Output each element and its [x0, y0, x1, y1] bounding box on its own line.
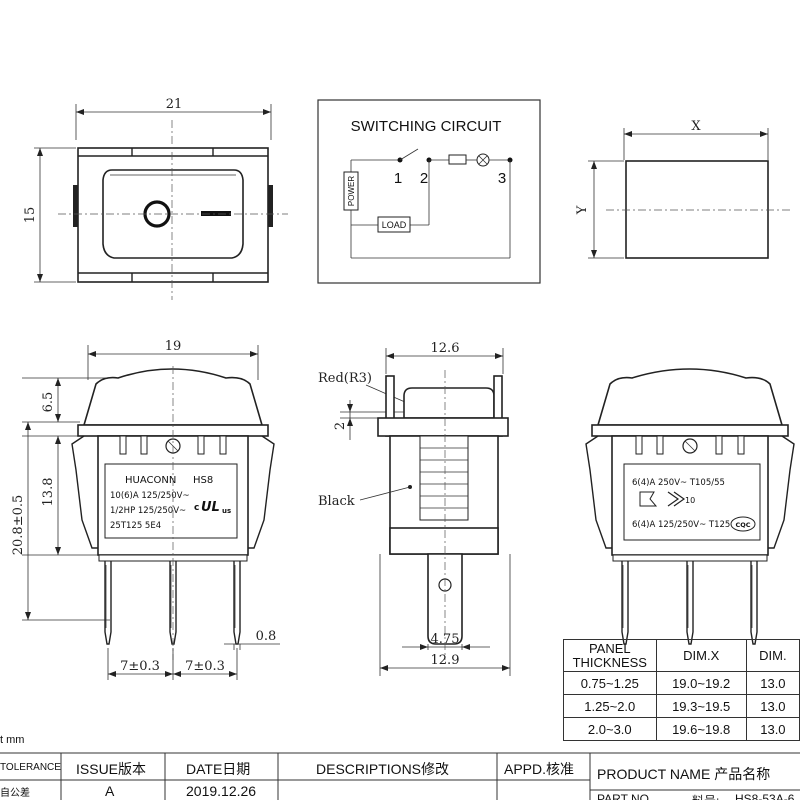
- back-bezel: [591, 424, 789, 437]
- triangle-mark-icon: [639, 491, 658, 507]
- side-bottom-width-dim: 12.9: [431, 653, 460, 668]
- issue-header: ISSUE版本: [76, 761, 147, 777]
- rating-line-2: 1/2HP 125/250V~: [110, 506, 186, 516]
- table-cell: 13.0: [745, 717, 800, 741]
- rating-line-1: 10(6)A 125/250V~: [110, 491, 190, 501]
- cutout-rectangle: [625, 160, 769, 259]
- top-height-dim: 15: [23, 207, 38, 224]
- cert-prefix-text: c: [194, 503, 199, 513]
- back-view: 6(4)A 250V~ T105/55 10 6(4)A 125/250V~ T…: [585, 368, 795, 645]
- black-label: Black: [318, 494, 355, 509]
- top-height-6-5-dim: 6.5: [41, 392, 56, 413]
- top-view: 21 15: [23, 97, 288, 300]
- table-cell: 0.75~1.25: [563, 671, 657, 695]
- ul-mark-icon: UL: [201, 500, 220, 515]
- table-row: 1.25~2.0 19.3~19.5 13.0: [563, 694, 800, 718]
- part-no-value: HS8-53A-6: [735, 792, 795, 800]
- technical-drawing: 21 15 SWITCHING CIRCUIT: [11, 97, 795, 680]
- approved-header: APPD.核准: [504, 761, 575, 777]
- part-no-label: PART NO.: [597, 792, 653, 800]
- tolerance-cn-label: 自公差: [0, 788, 30, 799]
- power-label: POWER: [347, 176, 356, 206]
- model-text: HS8: [193, 475, 213, 486]
- ccc-mark-text: CQC: [735, 521, 750, 529]
- cert-suffix-text: us: [222, 507, 231, 515]
- title-block-grid: [0, 752, 800, 800]
- table-cell: 19.0~19.2: [655, 671, 747, 695]
- front-rocker-top: [82, 368, 264, 426]
- switching-circuit: SWITCHING CIRCUIT 1 2 3 POWER LOAD: [317, 99, 541, 284]
- header-dim-y: DIM.: [745, 639, 800, 672]
- header-panel-thickness: PANEL THICKNESS: [563, 639, 657, 672]
- red-label: Red(R3): [318, 371, 372, 386]
- side-view: 12.6 Red(R3) 2 Black 4.75: [318, 341, 511, 676]
- side-bezel: [377, 417, 509, 437]
- front-label-plate: [104, 463, 238, 539]
- step-dim: 2: [333, 422, 348, 430]
- pitch-left-dim: 7±0.3: [120, 659, 160, 674]
- panel-cutout-view: X Y: [575, 119, 790, 259]
- terminal-width-dim: 4.75: [431, 632, 460, 647]
- dim-y-label: Y: [575, 205, 590, 215]
- date-header: DATE日期: [186, 761, 251, 777]
- terminal-1-label: 1: [394, 170, 402, 187]
- back-rating-line-2: 6(4)A 125/250V~ T125: [632, 520, 730, 530]
- top-width-dim: 21: [166, 97, 183, 112]
- total-height-dim: 20.8±0.5: [11, 495, 26, 556]
- table-cell: 13.0: [745, 694, 800, 718]
- on-symbol-icon: [201, 211, 231, 216]
- side-actuator: [403, 387, 495, 419]
- pitch-right-dim: 7±0.3: [185, 659, 225, 674]
- brand-text: HUACONN: [125, 475, 176, 486]
- circuit-title: SWITCHING CIRCUIT: [351, 118, 502, 135]
- date-value: 2019.12.26: [186, 783, 257, 799]
- back-rocker-top: [596, 368, 784, 426]
- cert-arrow-icon: [667, 491, 686, 507]
- issue-value: A: [105, 783, 115, 799]
- pin-width-dim: 0.8: [256, 629, 277, 644]
- front-view: 19 6.5 13.8 20.8±0.5 HUACONN HS8 10(6)A …: [11, 339, 280, 680]
- body-height-dim: 13.8: [41, 478, 56, 507]
- tolerance-label: TOLERANCE: [0, 762, 61, 773]
- back-rating-line-1: 6(4)A 250V~ T105/55: [632, 478, 725, 488]
- table-cell: 19.3~19.5: [655, 694, 747, 718]
- rating-line-3: 25T125 5E4: [110, 521, 161, 531]
- part-no-cn-label: 料号:: [692, 792, 719, 800]
- table-cell: 1.25~2.0: [563, 694, 657, 718]
- ccc-mark-icon: [730, 516, 756, 532]
- table-cell: 13.0: [745, 671, 800, 695]
- terminal-3-label: 3: [498, 170, 506, 187]
- product-name-label: PRODUCT NAME 产品名称: [597, 766, 771, 782]
- table-row: 2.0~3.0 19.6~19.8 13.0: [563, 717, 800, 741]
- header-dim-x: DIM.X: [655, 639, 747, 672]
- terminal-2-label: 2: [420, 170, 428, 187]
- descriptions-header: DESCRIPTIONS修改: [316, 761, 450, 777]
- circuit-frame: [317, 99, 541, 284]
- table-row: 0.75~1.25 19.0~19.2 13.0: [563, 671, 800, 695]
- table-cell: 19.6~19.8: [655, 717, 747, 741]
- side-top-width-dim: 12.6: [431, 341, 460, 356]
- table-cell: 2.0~3.0: [563, 717, 657, 741]
- panel-dimension-table: PANEL THICKNESS DIM.X DIM. 0.75~1.25 19.…: [563, 639, 800, 741]
- front-width-dim: 19: [165, 339, 182, 354]
- table-header-row: PANEL THICKNESS DIM.X DIM.: [563, 639, 800, 672]
- dim-x-label: X: [691, 119, 701, 134]
- back-cert-mark: 10: [685, 496, 695, 505]
- unit-note: t mm: [0, 734, 25, 746]
- title-block: TOLERANCE 自公差 ISSUE版本 DATE日期 DESCRIPTION…: [0, 752, 800, 800]
- load-label: LOAD: [382, 220, 407, 230]
